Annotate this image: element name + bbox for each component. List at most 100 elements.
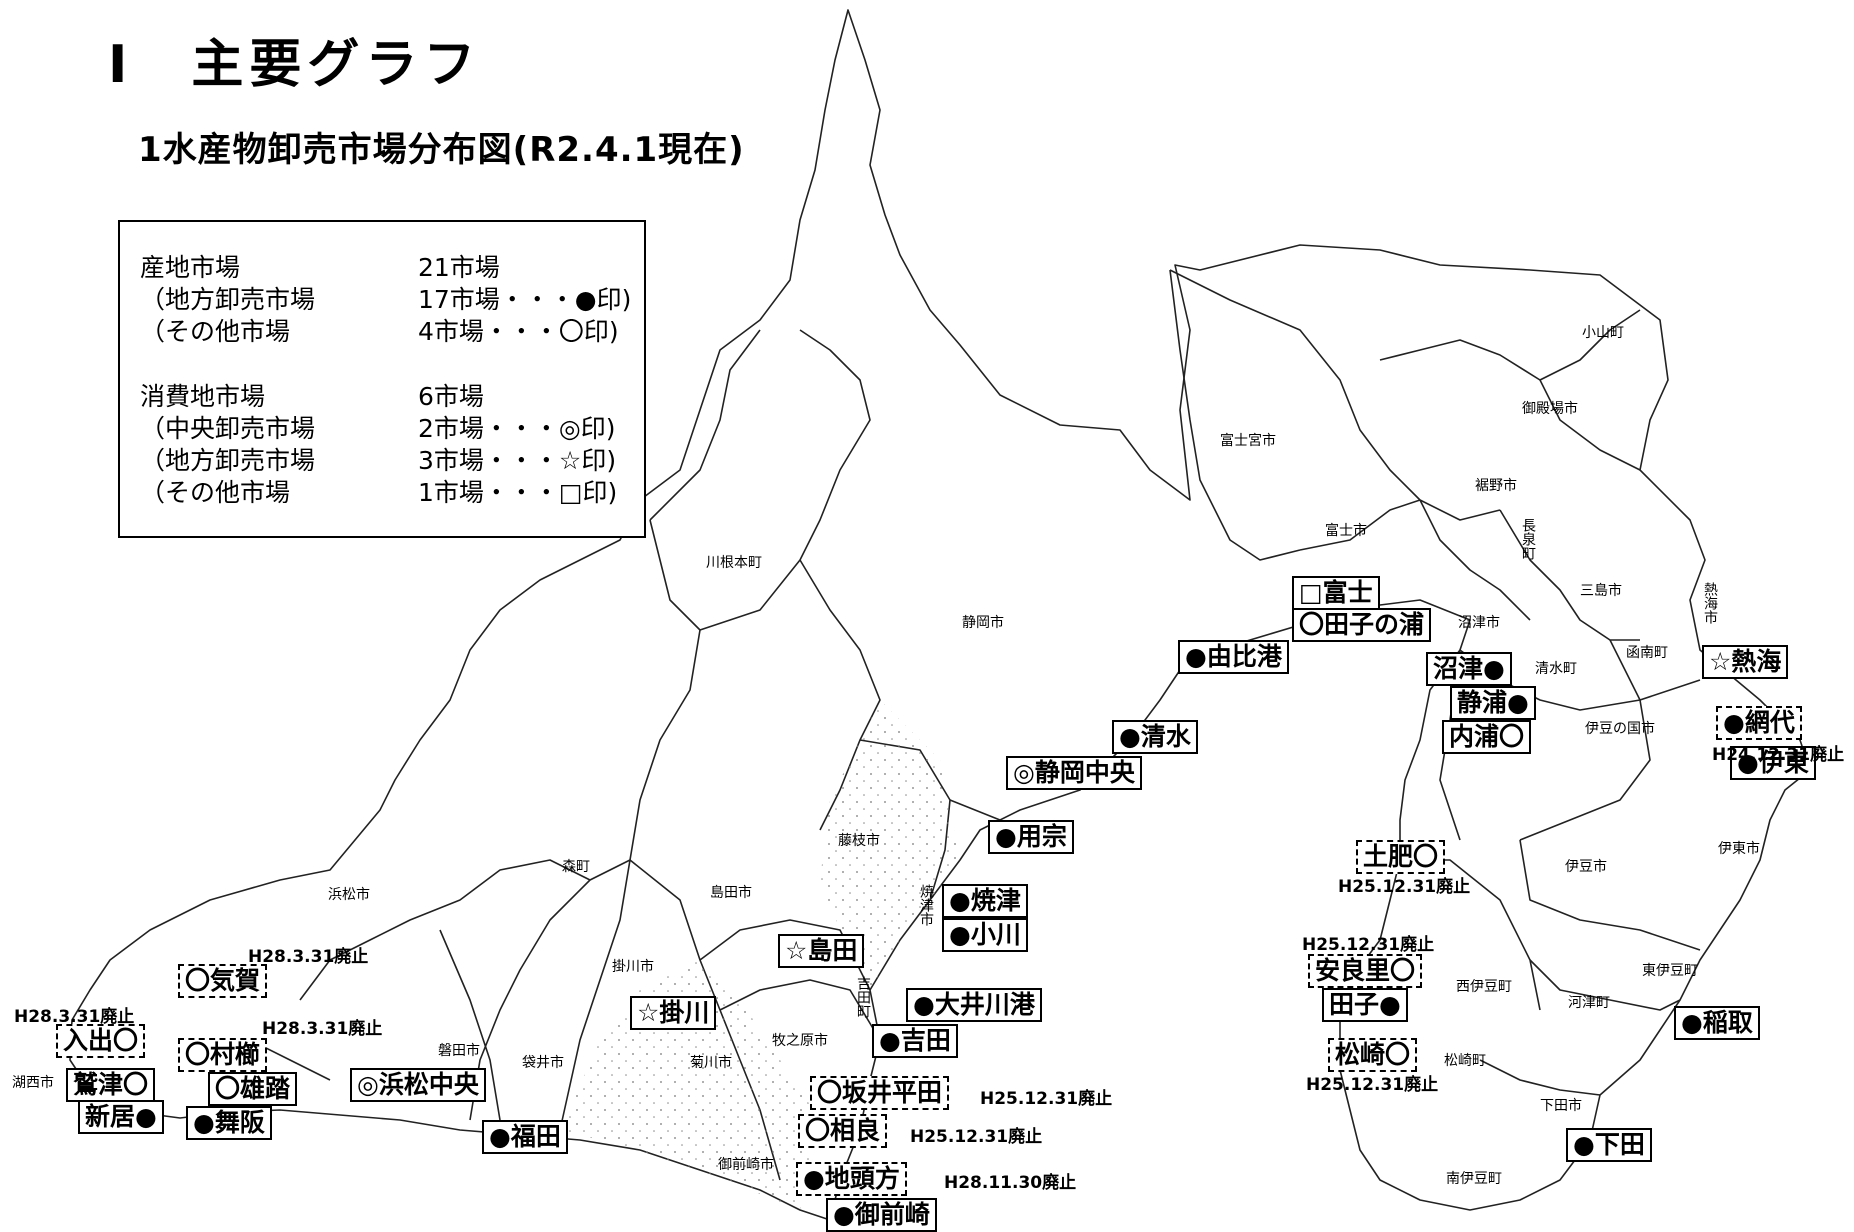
market-marker: 〇坂井平田 <box>810 1076 950 1110</box>
municipality-label: 御殿場市 <box>1522 401 1578 417</box>
market-marker: ☆掛川 <box>630 996 717 1030</box>
municipality-label: 川根本町 <box>706 555 762 571</box>
market-marker: 入出〇 <box>56 1024 146 1058</box>
market-marker: ☆島田 <box>778 934 865 968</box>
closure-note: H28.3.31廃止 <box>14 1007 135 1027</box>
market-marker: 松崎〇 <box>1328 1038 1418 1072</box>
market-marker: ●御前崎 <box>826 1198 937 1232</box>
legend-label: （その他市場 <box>140 478 291 507</box>
municipality-label: 藤枝市 <box>838 833 880 849</box>
municipality-label: 裾野市 <box>1475 478 1517 494</box>
market-marker: ☆熱海 <box>1702 645 1789 679</box>
municipality-label: 清水町 <box>1535 661 1577 677</box>
market-marker: ◎静岡中央 <box>1006 756 1142 790</box>
legend-label: （中央卸売市場 <box>140 414 316 443</box>
legend-row: （地方卸売市場 3市場・・・☆印) <box>140 445 644 477</box>
closure-note: H28.3.31廃止 <box>262 1019 383 1039</box>
market-marker: ●下田 <box>1566 1128 1652 1162</box>
municipality-label: 沼津市 <box>1458 615 1500 631</box>
market-marker: 〇田子の浦 <box>1292 608 1432 642</box>
market-marker: 田子● <box>1322 988 1408 1022</box>
market-marker: 鷲津〇 <box>66 1068 156 1102</box>
legend-label: 産地市場 <box>140 253 241 282</box>
market-marker: ◎浜松中央 <box>350 1068 486 1102</box>
map-subtitle: 1水産物卸売市場分布図(R2.4.1現在) <box>138 130 745 170</box>
market-marker: 〇村櫛 <box>178 1038 268 1072</box>
closure-note: H24.12.31廃止 <box>1712 745 1845 765</box>
municipality-label: 吉田町 <box>855 976 871 1018</box>
municipality-label: 小山町 <box>1582 325 1624 341</box>
municipality-label: 牧之原市 <box>772 1033 828 1049</box>
municipality-label: 下田市 <box>1540 1098 1582 1114</box>
municipality-label: 三島市 <box>1580 583 1622 599</box>
closure-note: H25.12.31廃止 <box>910 1127 1043 1147</box>
municipality-label: 伊豆市 <box>1565 859 1607 875</box>
municipality-label: 菊川市 <box>690 1055 732 1071</box>
market-marker: ●焼津 <box>942 884 1028 918</box>
page-title: Ⅰ 主要グラフ <box>108 35 482 95</box>
municipality-label: 浜松市 <box>328 887 370 903</box>
market-marker: ●舞阪 <box>186 1106 272 1140</box>
municipality-label: 磐田市 <box>438 1043 480 1059</box>
closure-note: H28.11.30廃止 <box>944 1173 1077 1193</box>
legend-value: 3市場・・・☆印) <box>418 446 617 475</box>
municipality-label: 富士宮市 <box>1220 433 1276 449</box>
municipality-label: 森町 <box>562 859 590 875</box>
municipality-label: 松崎町 <box>1444 1053 1486 1069</box>
market-marker: ●大井川港 <box>906 988 1042 1022</box>
municipality-label: 袋井市 <box>522 1055 564 1071</box>
legend-label: （地方卸売市場 <box>140 446 316 475</box>
market-marker: 〇雄踏 <box>208 1072 298 1106</box>
municipality-label: 函南町 <box>1626 645 1668 661</box>
municipality-label: 西伊豆町 <box>1456 979 1512 995</box>
map-outline-main <box>69 9 1811 1221</box>
closure-note: H25.12.31廃止 <box>1306 1075 1439 1095</box>
legend-row: （その他市場 4市場・・・〇印) <box>140 316 644 348</box>
market-marker: ●由比港 <box>1178 640 1289 674</box>
market-marker: ●稲取 <box>1674 1006 1760 1040</box>
closure-note: H25.12.31廃止 <box>1338 877 1471 897</box>
legend-label: 消費地市場 <box>140 382 266 411</box>
market-marker: ●地頭方 <box>796 1162 907 1196</box>
legend-row: 産地市場 21市場 <box>140 252 644 284</box>
municipality-label: 伊豆の国市 <box>1585 721 1655 737</box>
market-marker: 安良里〇 <box>1308 954 1423 988</box>
legend-value: 1市場・・・□印) <box>418 478 618 507</box>
municipality-label: 富士市 <box>1325 523 1367 539</box>
market-marker: ●清水 <box>1112 720 1198 754</box>
closure-note: H25.12.31廃止 <box>980 1089 1113 1109</box>
legend-value: 21市場 <box>418 253 500 282</box>
municipality-label: 静岡市 <box>962 615 1004 631</box>
market-marker: ●用宗 <box>988 820 1074 854</box>
market-marker: ●福田 <box>482 1120 568 1154</box>
municipality-label: 河津町 <box>1568 995 1610 1011</box>
municipality-label: 熱海市 <box>1702 582 1718 624</box>
legend-label: （地方卸売市場 <box>140 285 316 314</box>
market-marker: 新居● <box>78 1100 164 1134</box>
closure-note: H28.3.31廃止 <box>248 947 369 967</box>
municipality-label: 掛川市 <box>612 959 654 975</box>
municipality-label: 南伊豆町 <box>1446 1171 1502 1187</box>
closure-note: H25.12.31廃止 <box>1302 935 1435 955</box>
legend-value: 4市場・・・〇印) <box>418 317 619 346</box>
legend-label: （その他市場 <box>140 317 291 346</box>
market-marker: ●小川 <box>942 918 1028 952</box>
market-marker: ●網代 <box>1716 706 1802 740</box>
market-marker: ●伊東 <box>1730 746 1816 780</box>
market-marker: 〇気賀 <box>178 964 268 998</box>
legend-row: （その他市場 1市場・・・□印) <box>140 477 644 509</box>
market-marker: 〇相良 <box>798 1114 888 1148</box>
market-marker: 土肥〇 <box>1356 840 1446 874</box>
municipality-label: 長泉町 <box>1520 518 1536 560</box>
market-marker: ●吉田 <box>872 1024 958 1058</box>
municipality-label: 御前崎市 <box>718 1157 774 1173</box>
market-marker: 内浦〇 <box>1442 720 1532 754</box>
municipality-label: 焼津市 <box>918 884 934 926</box>
municipality-label: 伊東市 <box>1718 841 1760 857</box>
market-marker: 静浦● <box>1450 686 1536 720</box>
